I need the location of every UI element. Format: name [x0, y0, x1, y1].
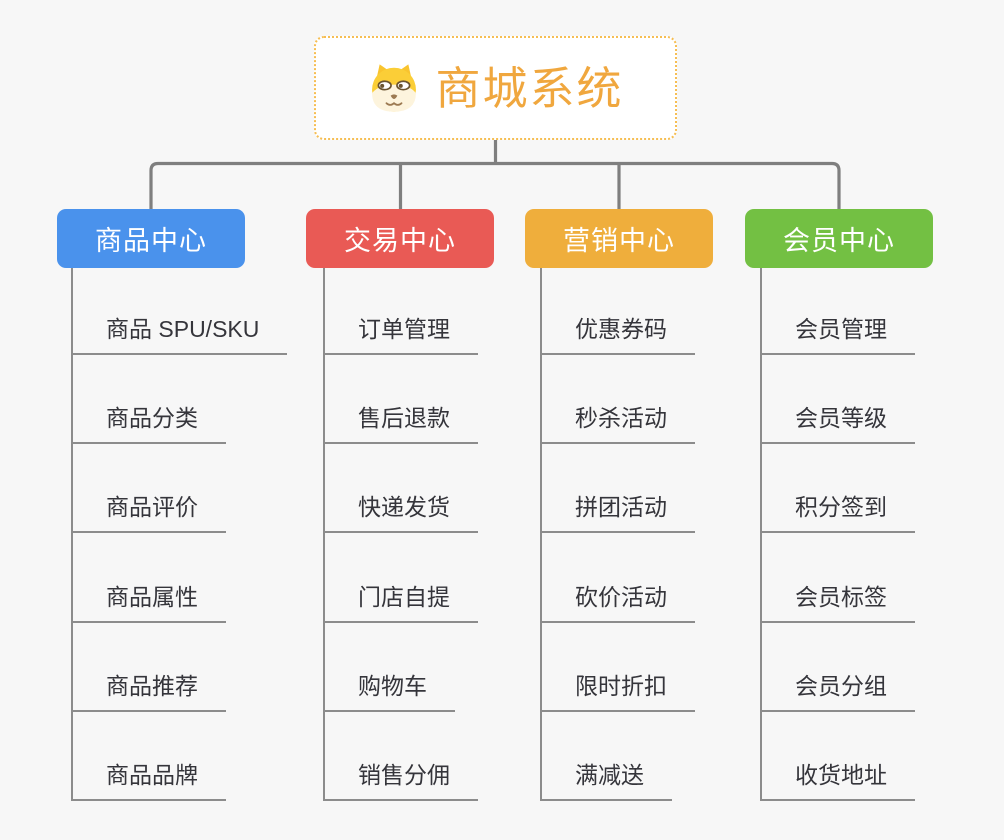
branch-label: 会员中心	[783, 226, 895, 256]
leaf-node[interactable]: 商品分类	[72, 403, 226, 445]
leaf-node[interactable]: 限时折扣	[541, 671, 695, 712]
leaf-node[interactable]: 订单管理	[324, 314, 478, 355]
leaf-node[interactable]: 商品评价	[72, 492, 226, 534]
branch-node-marketing-center[interactable]: 营销中心	[525, 209, 713, 268]
root-title: 商城系统	[435, 62, 624, 114]
leaf-node[interactable]: 拼团活动	[541, 492, 695, 534]
branch-trunk-line	[71, 268, 73, 801]
leaf-node[interactable]: 门店自提	[324, 582, 478, 623]
branch-trunk-line	[323, 268, 325, 801]
branch-label: 商品中心	[95, 226, 207, 256]
branch-trunk-line	[760, 268, 762, 801]
leaf-node[interactable]: 积分签到	[761, 492, 915, 534]
branch-label: 营销中心	[563, 226, 675, 256]
leaf-node[interactable]: 会员管理	[761, 314, 915, 355]
branch-node-product-center[interactable]: 商品中心	[57, 209, 245, 268]
leaf-node[interactable]: 会员等级	[761, 403, 915, 445]
leaf-node[interactable]: 收货地址	[761, 760, 915, 801]
leaf-node[interactable]: 购物车	[324, 671, 455, 712]
leaf-node[interactable]: 商品 SPU/SKU	[72, 314, 288, 355]
leaf-node[interactable]: 砍价活动	[541, 582, 695, 623]
shiba-dog-icon	[372, 64, 417, 112]
leaf-node[interactable]: 商品推荐	[72, 671, 226, 712]
leaf-node[interactable]: 优惠券码	[541, 314, 695, 355]
leaf-node[interactable]: 秒杀活动	[541, 403, 695, 445]
root-node[interactable]: 商城系统	[314, 36, 677, 140]
branch-trunk-line	[540, 268, 542, 801]
branch-label: 交易中心	[344, 226, 456, 256]
leaf-node[interactable]: 售后退款	[324, 403, 478, 445]
leaf-node[interactable]: 商品品牌	[72, 760, 226, 801]
leaf-node[interactable]: 会员分组	[761, 671, 915, 712]
leaf-node[interactable]: 满减送	[541, 760, 672, 801]
leaf-node[interactable]: 商品属性	[72, 582, 226, 623]
branch-node-member-center[interactable]: 会员中心	[745, 209, 933, 268]
leaf-node[interactable]: 快递发货	[324, 492, 478, 534]
leaf-node[interactable]: 销售分佣	[324, 760, 478, 801]
leaf-node[interactable]: 会员标签	[761, 582, 915, 623]
branch-node-trade-center[interactable]: 交易中心	[306, 209, 494, 268]
